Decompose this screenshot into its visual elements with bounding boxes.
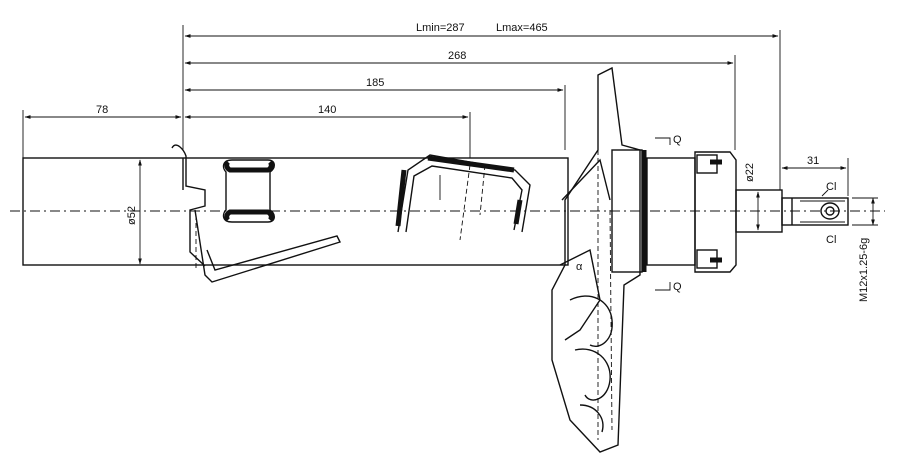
angle-label: α [576,261,583,273]
svg-text:Cl: Cl [826,181,836,193]
dim-31: 31 [807,155,819,167]
main-tube [22,157,569,266]
spring-seat [551,66,641,453]
dim-268: 268 [448,50,466,62]
dim-140: 140 [318,104,336,116]
cl-marker-top: Cl [821,181,836,197]
svg-text:Q: Q [673,134,682,146]
hose-clip [222,159,275,223]
dim-185: 185 [366,77,384,89]
dim-lmax: Lmax=465 [496,22,548,34]
svg-text:Cl: Cl [826,234,836,246]
cl-marker-bottom: Cl [826,234,836,246]
piston-rod [735,189,849,233]
dim-78: 78 [96,104,108,116]
dim-dia52: ø52 [126,206,138,225]
lower-bracket [171,144,341,283]
extension-lines [22,25,849,196]
dim-thread: M12x1.25-6g [858,238,870,302]
dim-dia22: ø22 [744,163,756,182]
section-marker-top: Q [655,134,682,146]
dimension-lines [24,34,878,265]
dim-lmin: Lmin=287 [416,22,465,34]
spring-bracket [395,154,531,241]
upper-mount [611,149,737,273]
svg-text:Q: Q [673,281,682,293]
section-marker-bottom: Q [655,281,682,293]
